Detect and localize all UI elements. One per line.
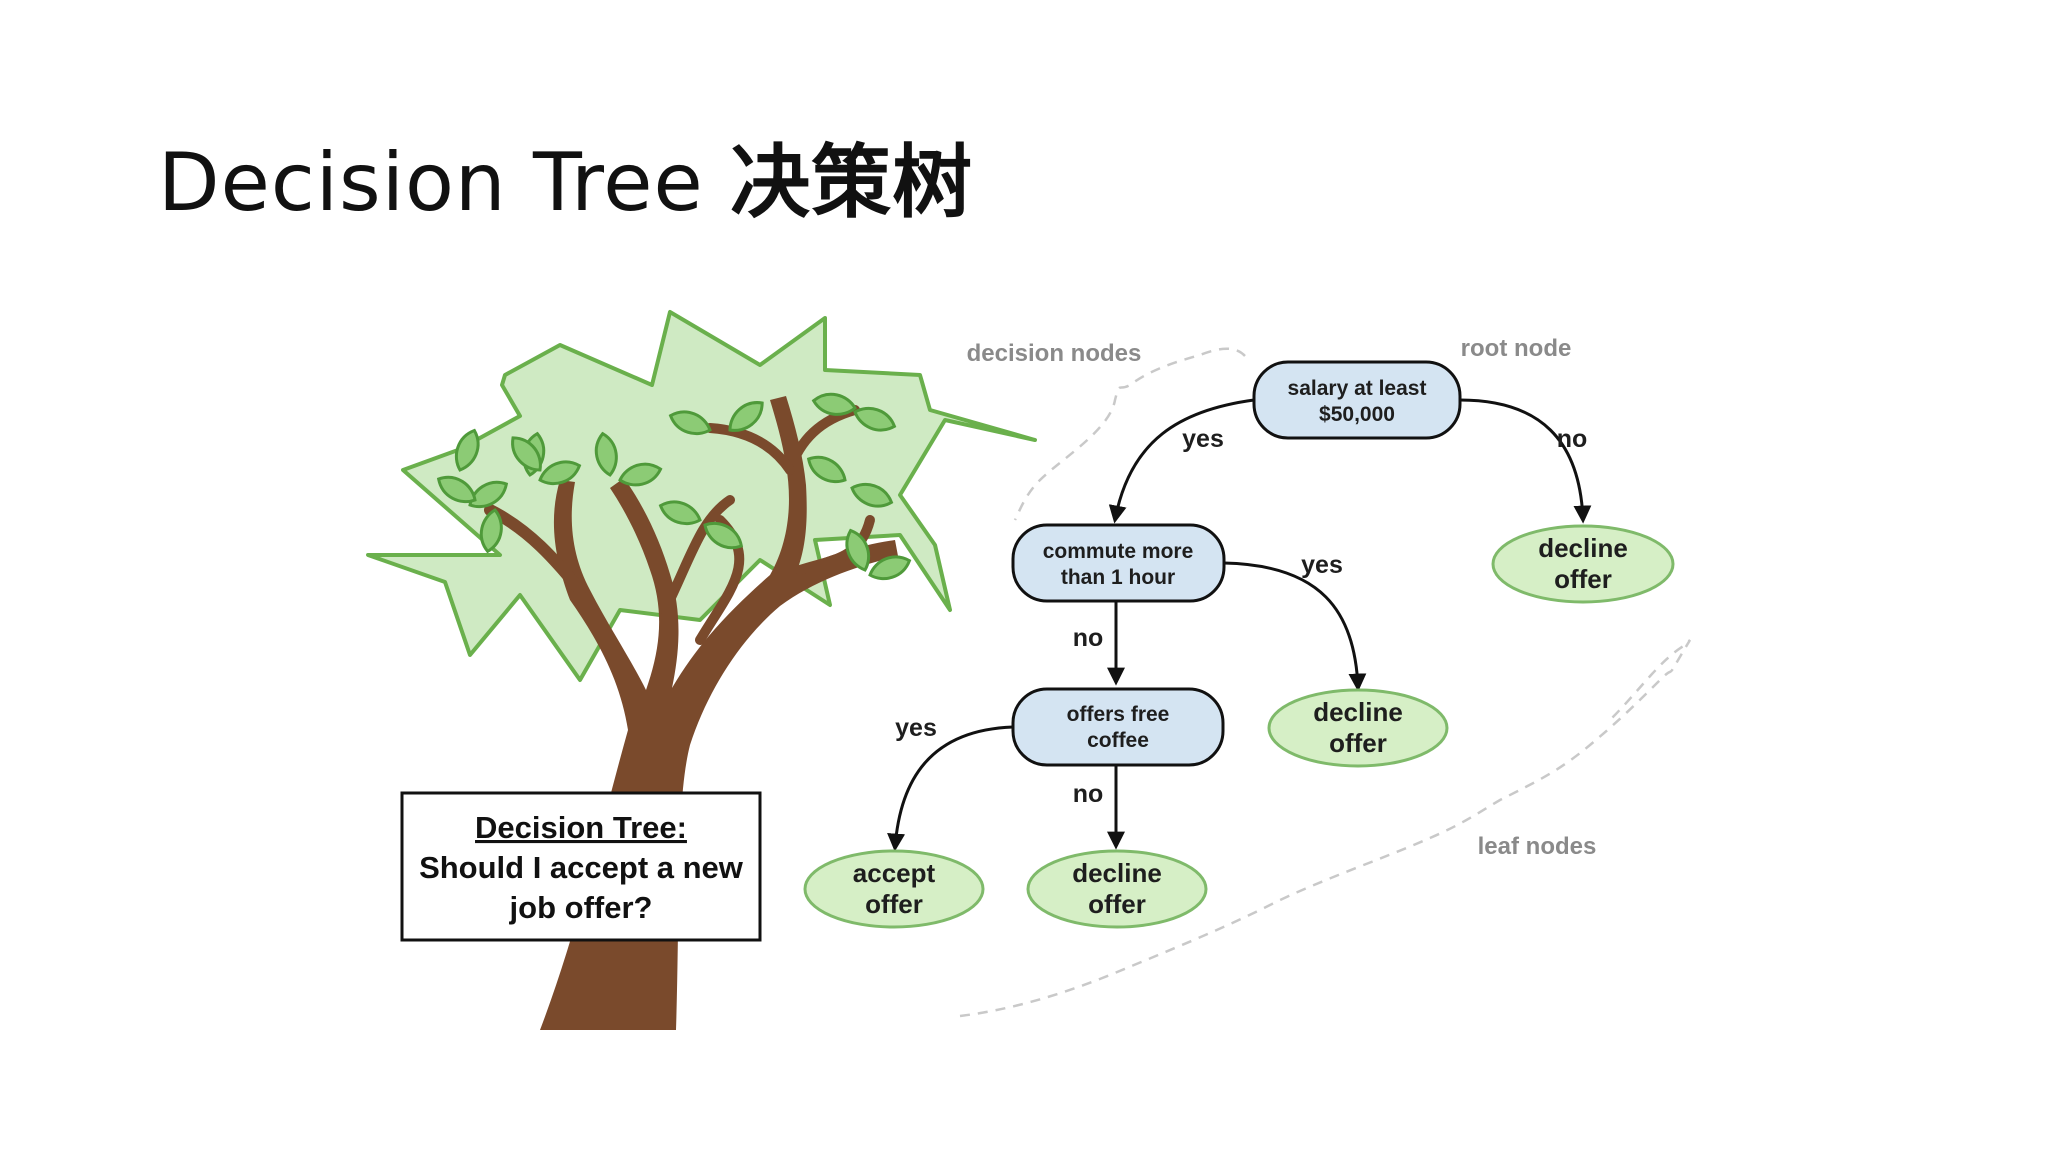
decision-node-root-line-2: $50,000 [1319,403,1395,426]
sign-heading: Decision Tree: [475,810,687,845]
sign-line-2: job offer? [509,890,653,925]
tree-branch [795,515,875,575]
decision-nodes-guide [1013,347,1246,521]
leaf-node-decline-salary: decline offer [1491,524,1675,604]
edges [887,398,1592,852]
leaf-nodes-guide [959,639,1692,1018]
slide-title: Decision Tree 决策树 [158,118,973,234]
leaf-node-decline-commute: decline offer [1267,688,1449,768]
edge-root-yes [1108,398,1255,524]
sign-line-1: Should I accept a new [419,850,744,885]
leaf-node-accept: accept offer [803,849,985,929]
leaf-node-decline-coffee-line-2: offer [1088,889,1146,919]
sign-board [400,791,762,942]
decision-node-coffee-line-2: coffee [1087,729,1149,752]
annotation-guides [959,347,1692,1018]
edge-label-commute-yes: yes [1301,551,1343,579]
annotation-leaf-nodes: leaf nodes [1478,833,1597,860]
decision-node-root: salary at least $50,000 [1252,360,1462,440]
decision-node-coffee-line-1: offers free [1067,703,1170,726]
edge-root-no [1459,398,1592,524]
leaf-node-decline-coffee-shape [1026,849,1208,929]
edge-commute-yes [1223,561,1367,692]
decision-node-coffee-box [1011,687,1225,767]
edge-label-coffee-yes: yes [895,714,937,742]
decision-node-commute-line-2: than 1 hour [1061,566,1175,589]
tree-illustration: Decision Tree: Should I accept a new job… [366,310,1037,1030]
edge-label-root-yes: yes [1182,425,1224,453]
annotation-decision-nodes: decision nodes [967,340,1142,367]
leaf-node-accept-line-2: offer [865,889,923,919]
slide-title-latin: Decision Tree [158,136,704,229]
tree-branch [705,423,795,475]
tree-branch [660,495,735,615]
edge-label-root-no: no [1557,425,1588,453]
leaf-node-decline-salary-line-1: decline [1538,533,1628,563]
leaf-node-decline-commute-line-2: offer [1329,728,1387,758]
edge-label-commute-no: no [1073,624,1104,652]
decision-node-commute: commute more than 1 hour [1011,523,1226,603]
decision-node-root-line-1: salary at least [1288,377,1427,400]
edge-labels: yes no yes no yes no [895,425,1587,808]
decision-node-root-box [1252,360,1462,440]
leaf-node-decline-commute-shape [1267,688,1449,768]
leaf-node-accept-shape [803,849,985,929]
leaf-node-decline-commute-line-1: decline [1313,697,1403,727]
leaf-node-accept-line-1: accept [853,858,936,888]
decision-node-commute-line-1: commute more [1043,540,1194,563]
edge-label-coffee-no: no [1073,780,1104,808]
decision-node-commute-box [1011,523,1226,603]
slide-title-cjk: 决策树 [730,136,974,229]
tree-branch [484,504,586,596]
leaf-node-decline-coffee: decline offer [1026,849,1208,929]
edge-coffee-yes [887,725,1014,852]
annotation-root-node: root node [1461,335,1572,362]
foliage-shape [366,310,1037,682]
leaf-node-decline-salary-line-2: offer [1554,564,1612,594]
leaf-node-decline-coffee-line-1: decline [1072,858,1162,888]
leaf-node-decline-salary-shape [1491,524,1675,604]
decision-node-coffee: offers free coffee [1011,687,1225,767]
